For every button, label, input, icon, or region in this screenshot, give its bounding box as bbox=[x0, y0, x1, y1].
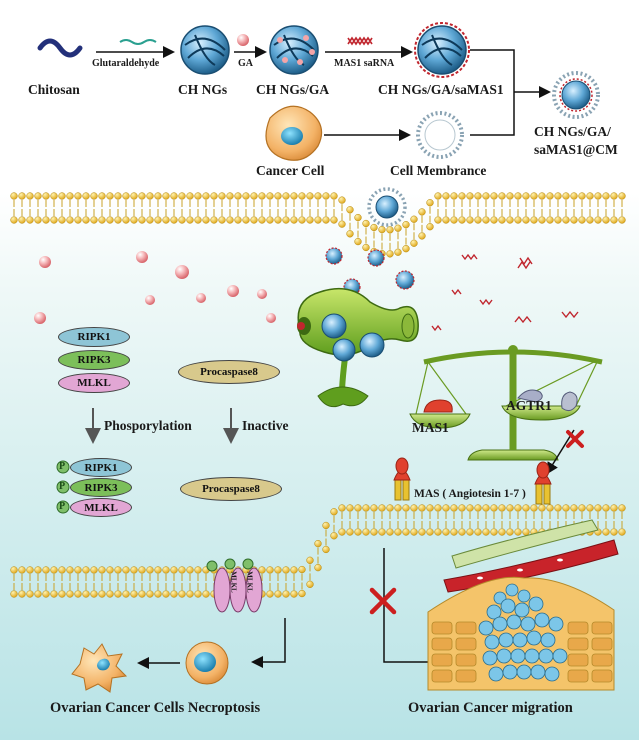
ripk3-pill-phospho: RIPK3 bbox=[70, 478, 132, 497]
arrow-to-cell bbox=[251, 618, 286, 668]
bottom-cell-membrane bbox=[10, 504, 626, 598]
ch-ngs-ga-nanogel bbox=[269, 25, 319, 75]
arrow-blocked-agtr1 bbox=[546, 429, 575, 475]
mlkl-pill-phospho: MLKL bbox=[70, 498, 132, 517]
ripk1-pill-phospho: RIPK1 bbox=[70, 458, 132, 477]
top-cell-membrane bbox=[10, 192, 626, 258]
label-chitosan: Chitosan bbox=[28, 82, 80, 97]
ripk1-pill: RIPK1 bbox=[58, 327, 130, 347]
final-nanoparticle bbox=[552, 71, 600, 119]
label-mas-receptor: MAS ( Angiotesin 1-7 ) bbox=[414, 488, 526, 500]
cancer-cell bbox=[265, 105, 323, 161]
mlkl-pill: MLKL bbox=[58, 373, 130, 393]
dead-cell bbox=[71, 643, 128, 693]
entering-nanoparticle bbox=[367, 187, 407, 227]
arrow-to-migration bbox=[383, 548, 443, 668]
label-necroptosis-outcome: Ovarian Cancer Cells Necroptosis bbox=[50, 700, 261, 716]
connector-top bbox=[470, 49, 515, 92]
ga-sphere bbox=[237, 34, 249, 46]
mlkl-pore-label-2: MLKL bbox=[245, 571, 254, 593]
phospho-markers bbox=[56, 460, 70, 514]
label-phosphorylation: Phosporylation bbox=[104, 418, 192, 433]
label-ga: GA bbox=[238, 58, 253, 69]
procaspase8-pill-inactive: Procaspase8 bbox=[180, 477, 282, 501]
mas-receptor-right bbox=[534, 461, 552, 505]
label-ch-ngs-ga-samas1: CH NGs/GA/saMAS1 bbox=[378, 82, 504, 97]
cross-migration bbox=[369, 587, 397, 615]
ga-spheres bbox=[34, 251, 276, 324]
label-mas1: MAS1 bbox=[412, 420, 449, 435]
membrane-vesicle bbox=[416, 111, 464, 159]
label-final-1: CH NGs/GA/ bbox=[534, 124, 611, 139]
label-ch-ngs-ga: CH NGs/GA bbox=[256, 82, 330, 97]
glutaraldehyde-strand bbox=[119, 39, 157, 45]
label-cancer-cell: Cancer Cell bbox=[256, 163, 325, 178]
cross-agtr1 bbox=[566, 430, 584, 448]
p-marker-2: P bbox=[59, 481, 66, 492]
ovarian-cancer-cell bbox=[185, 641, 229, 685]
mlkl-membrane-pores bbox=[206, 558, 263, 613]
tumor-tissue bbox=[427, 519, 619, 691]
peashooter-icon bbox=[297, 287, 419, 408]
connector-bottom bbox=[470, 92, 515, 136]
released-nanoparticles bbox=[325, 247, 415, 296]
chitosan-strand bbox=[37, 38, 83, 58]
label-ch-ngs: CH NGs bbox=[178, 82, 228, 97]
mas-receptor-left bbox=[393, 457, 411, 501]
label-cell-membrane: Cell Membrance bbox=[390, 163, 487, 178]
mlkl-pore-label-1: MLKL bbox=[229, 571, 238, 593]
p-marker-3: P bbox=[59, 501, 66, 512]
procaspase8-pill: Procaspase8 bbox=[178, 360, 280, 384]
label-migration-outcome: Ovarian Cancer migration bbox=[408, 700, 573, 716]
label-agtr1: AGTR1 bbox=[506, 398, 552, 413]
agtr1-ligand bbox=[561, 391, 578, 412]
label-mas1-sarna: MAS1 saRNA bbox=[334, 58, 395, 69]
released-sarna bbox=[431, 253, 579, 332]
label-glutaraldehyde: Glutaraldehyde bbox=[92, 58, 160, 69]
sarna-icon bbox=[347, 36, 373, 46]
ch-ngs-ga-samas1-nanogel bbox=[414, 22, 470, 78]
balance-scale bbox=[409, 345, 603, 461]
ripk3-pill: RIPK3 bbox=[58, 350, 130, 370]
label-inactive: Inactive bbox=[242, 418, 289, 433]
p-marker-1: P bbox=[59, 461, 66, 472]
ch-ngs-nanogel bbox=[180, 25, 230, 75]
label-final-2: saMAS1@CM bbox=[534, 142, 618, 157]
